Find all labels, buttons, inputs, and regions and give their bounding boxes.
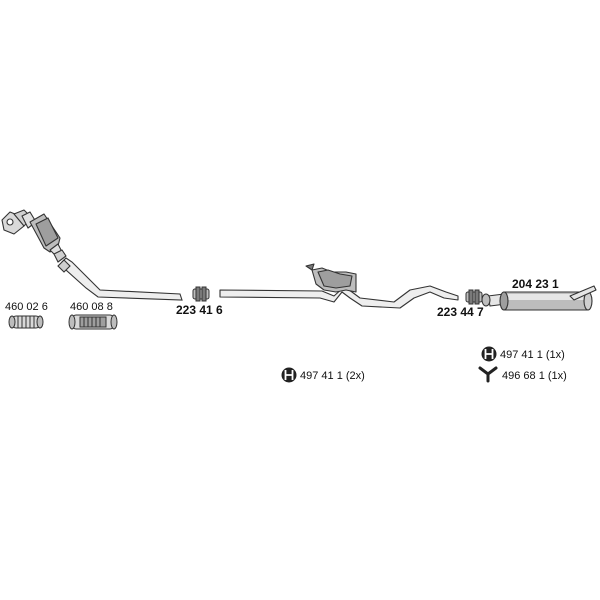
hardware-label-497-41-1-2x: 497 41 1 (2x) <box>300 370 365 382</box>
part-label-460-02-6: 460 02 6 <box>5 301 48 313</box>
rubber-mount-icon <box>478 366 498 383</box>
middle-pipe-with-silencer[interactable] <box>219 263 459 309</box>
hardware-label-496-68-1-1x: 496 68 1 (1x) <box>502 370 567 382</box>
flex-pipe-460-08-8-icon[interactable] <box>68 314 118 330</box>
rear-silencer[interactable] <box>481 285 597 311</box>
front-catalytic-converter[interactable] <box>1 209 67 263</box>
part-label-204-23-1: 204 23 1 <box>512 277 559 291</box>
hardware-label-497-41-1-1x: 497 41 1 (1x) <box>500 349 565 361</box>
clamp-223-44-7-icon[interactable] <box>465 289 483 305</box>
part-label-460-08-8: 460 08 8 <box>70 301 113 313</box>
clamp-223-41-6-icon[interactable] <box>192 286 210 302</box>
hanger-bracket-icon <box>481 346 497 362</box>
part-label-223-41-6: 223 41 6 <box>176 303 223 317</box>
flex-pipe-460-02-6-icon[interactable] <box>8 315 44 329</box>
front-pipe[interactable] <box>57 257 183 301</box>
hanger-bracket-icon <box>281 367 297 383</box>
part-label-223-44-7: 223 44 7 <box>437 305 484 319</box>
